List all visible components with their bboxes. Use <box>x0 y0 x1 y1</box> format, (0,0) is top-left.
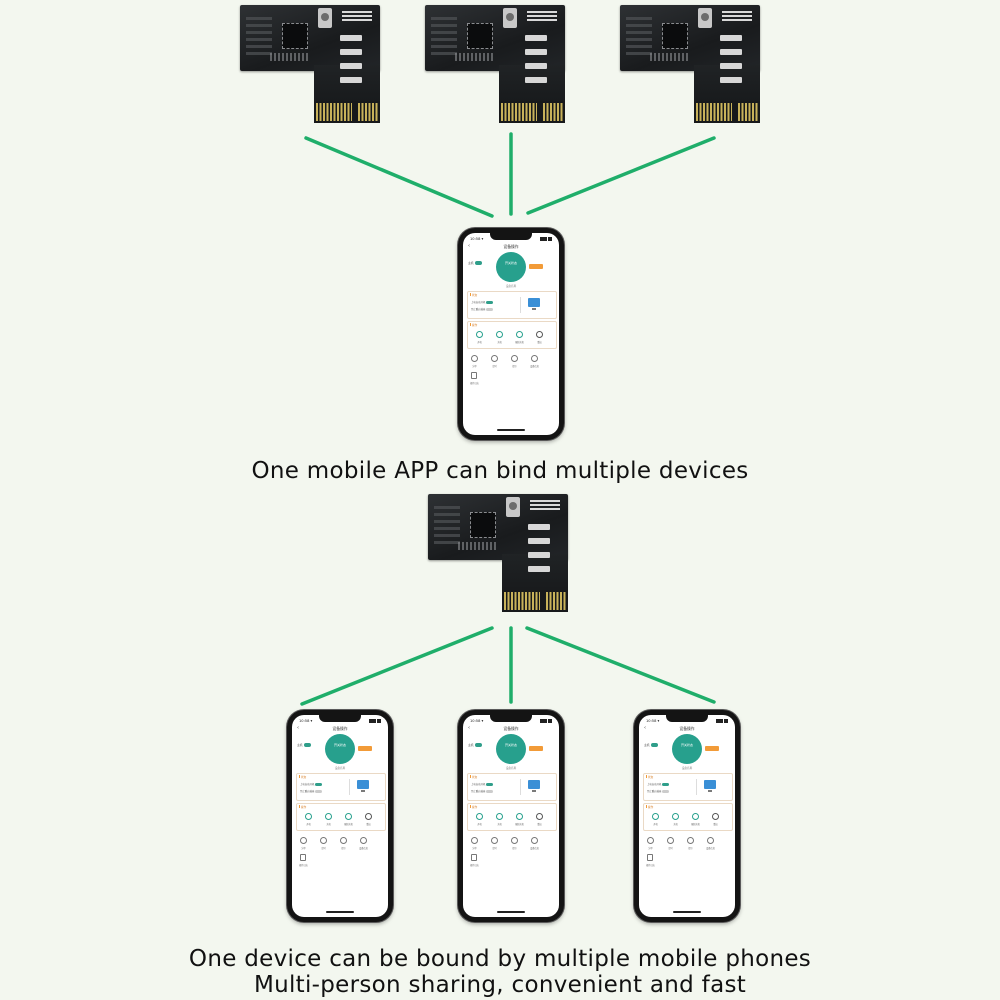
orange-button[interactable] <box>529 264 543 269</box>
status-circle[interactable]: 开关状态 <box>496 734 526 764</box>
force-off-icon[interactable] <box>692 813 699 820</box>
phone-bottom-left: 10:58 ▾ ‹ 设备操作 主机 开关状态 设备名称 状态 上电自动开机 禁止… <box>287 710 393 922</box>
phone-bottom-center: 10:58 ▾ ‹ 设备操作 主机 开关状态 设备名称 状态 上电自动开机 禁止… <box>458 710 564 922</box>
share-icon[interactable] <box>300 837 307 844</box>
monitor-icon <box>704 780 716 792</box>
status-circle[interactable]: 开关状态 <box>325 734 355 764</box>
chip-icon <box>470 512 496 538</box>
phone-bottom-right: 10:58 ▾ ‹ 设备操作 主机 开关状态 设备名称 状态 上电自动开机 禁止… <box>634 710 740 922</box>
phone-notch <box>490 233 532 240</box>
app-screen: 10:58 ▾ ‹ 设备操作 主机 开关状态 设备名称 状态 上电自动开机 禁止… <box>463 233 559 435</box>
power-on-icon[interactable] <box>652 813 659 820</box>
power-off-icon[interactable] <box>496 813 503 820</box>
switch-row[interactable]: 主机 <box>468 261 482 265</box>
restart-icon[interactable] <box>365 813 372 820</box>
relay-board-center <box>428 494 568 612</box>
phone-center-top: 10:58 ▾ ‹ 设备操作 主机 开关状态 设备名称 状态 上电自动开机 禁止… <box>458 228 564 440</box>
app-screen: 10:58 ▾ ‹ 设备操作 主机 开关状态 设备名称 状态 上电自动开机 禁止… <box>292 715 388 917</box>
power-on-icon[interactable] <box>476 813 483 820</box>
status-card: 状态 上电自动开机 禁止重启插座 <box>467 291 557 319</box>
connector-line-top-right <box>526 136 716 215</box>
app-screen: 10:58 ▾ ‹ 设备操作 主机 开关状态 设备名称 状态 上电自动开机 禁止… <box>639 715 735 917</box>
chip-icon <box>467 23 493 49</box>
relay-board-top-right <box>620 5 760 123</box>
signal-icon <box>540 237 552 241</box>
force-off-icon[interactable] <box>516 813 523 820</box>
back-icon[interactable]: ‹ <box>297 725 299 731</box>
device-info-icon[interactable] <box>707 837 714 844</box>
relay-board-top-left <box>240 5 380 123</box>
device-info-icon[interactable] <box>360 837 367 844</box>
log-icon[interactable] <box>300 854 306 861</box>
restart-icon[interactable] <box>536 813 543 820</box>
caption-bottom-line1: One device can be bound by multiple mobi… <box>188 946 812 972</box>
restart-icon[interactable] <box>536 331 543 338</box>
chip-icon <box>282 23 308 49</box>
relay-board-top-center <box>425 5 565 123</box>
restart-icon[interactable] <box>712 813 719 820</box>
share-icon[interactable] <box>471 355 478 362</box>
power-on-icon[interactable] <box>476 331 483 338</box>
operations-card: 操作 开机 关机 强制关机 重启 <box>296 803 386 831</box>
caption-bottom: One device can be bound by multiple mobi… <box>0 946 1000 998</box>
tip-icon[interactable] <box>687 837 694 844</box>
power-on-icon[interactable] <box>305 813 312 820</box>
tip-icon[interactable] <box>511 837 518 844</box>
timer-icon[interactable] <box>320 837 327 844</box>
device-name: 设备名称 <box>505 285 517 288</box>
power-off-icon[interactable] <box>496 331 503 338</box>
status-circle[interactable]: 开关状态 <box>672 734 702 764</box>
monitor-icon <box>528 780 540 792</box>
monitor-icon <box>357 780 369 792</box>
toggle-switch[interactable] <box>474 261 482 265</box>
caption-bottom-line2: Multi-person sharing, convenient and fas… <box>253 972 747 998</box>
device-info-icon[interactable] <box>531 837 538 844</box>
monitor-icon <box>528 298 540 310</box>
status-card: 状态 上电自动开机 禁止重启插座 <box>467 773 557 801</box>
share-icon[interactable] <box>471 837 478 844</box>
status-row-restart: 禁止重启插座 <box>471 307 494 312</box>
tip-icon[interactable] <box>511 355 518 362</box>
timer-icon[interactable] <box>491 355 498 362</box>
back-icon[interactable]: ‹ <box>468 243 470 249</box>
timer-icon[interactable] <box>667 837 674 844</box>
device-info-icon[interactable] <box>531 355 538 362</box>
tip-icon[interactable] <box>340 837 347 844</box>
status-card: 状态 上电自动开机 禁止重启插座 <box>296 773 386 801</box>
back-icon[interactable]: ‹ <box>644 725 646 731</box>
connector-line-bottom-left <box>300 626 494 706</box>
power-off-icon[interactable] <box>325 813 332 820</box>
operations-card: 操作 开机 关机 强制关机 重启 <box>467 321 557 349</box>
timer-icon[interactable] <box>491 837 498 844</box>
connector-line-bottom-right <box>525 626 716 704</box>
status-card: 状态 上电自动开机 禁止重启插座 <box>643 773 733 801</box>
log-icon[interactable] <box>647 854 653 861</box>
force-off-icon[interactable] <box>516 331 523 338</box>
signal-icon <box>369 719 381 723</box>
signal-icon <box>716 719 728 723</box>
force-off-icon[interactable] <box>345 813 352 820</box>
connector-line-top-left <box>304 136 494 218</box>
app-screen: 10:58 ▾ ‹ 设备操作 主机 开关状态 设备名称 状态 上电自动开机 禁止… <box>463 715 559 917</box>
app-nav-title: 设备操作 <box>503 244 519 249</box>
log-icon[interactable] <box>471 372 477 379</box>
chip-icon <box>662 23 688 49</box>
status-row-power-on: 上电自动开机 <box>471 300 494 305</box>
back-icon[interactable]: ‹ <box>468 725 470 731</box>
operations-card: 操作 开机 关机 强制关机 重启 <box>643 803 733 831</box>
signal-icon <box>540 719 552 723</box>
status-circle[interactable]: 开关状态 <box>496 252 526 282</box>
share-icon[interactable] <box>647 837 654 844</box>
caption-top: One mobile APP can bind multiple devices <box>251 458 749 484</box>
log-icon[interactable] <box>471 854 477 861</box>
power-off-icon[interactable] <box>672 813 679 820</box>
home-indicator <box>497 429 525 431</box>
operations-card: 操作 开机 关机 强制关机 重启 <box>467 803 557 831</box>
